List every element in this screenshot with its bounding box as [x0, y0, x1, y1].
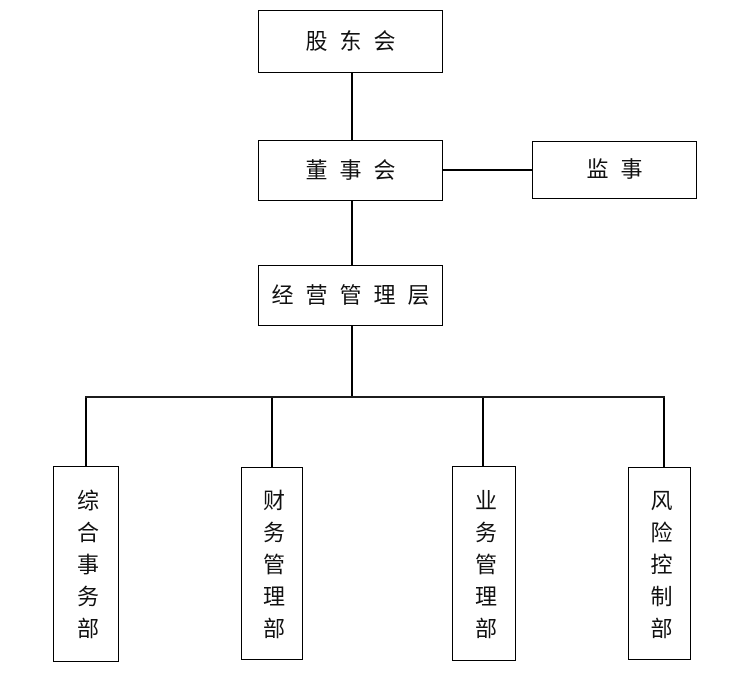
node-label: 监事 [586, 157, 655, 182]
node-management-layer: 经营管理层 [258, 265, 443, 326]
node-label: 业务管理部 [472, 488, 497, 649]
node-supervisor: 监事 [532, 141, 697, 199]
connector-rail-dept-finance [271, 398, 273, 467]
node-dept-general-affairs: 综合事务部 [53, 466, 119, 662]
node-label: 股东会 [305, 28, 408, 54]
connector-management-rail [351, 326, 353, 396]
node-label: 财务管理部 [260, 488, 285, 649]
node-dept-risk-control: 风险控制部 [628, 467, 691, 660]
connector-rail-dept-business [482, 398, 484, 466]
node-board-of-directors: 董事会 [258, 140, 443, 201]
connector-shareholders-board [351, 73, 353, 140]
connector-board-management [351, 201, 353, 265]
connector-departments-rail [85, 396, 665, 398]
connector-rail-dept-risk [663, 398, 665, 467]
node-label: 经营管理层 [271, 282, 442, 308]
node-label: 综合事务部 [74, 489, 99, 649]
node-shareholders-meeting: 股东会 [258, 10, 443, 73]
node-label: 风险控制部 [647, 488, 673, 649]
connector-rail-dept-general [85, 398, 87, 466]
node-dept-business-management: 业务管理部 [452, 466, 516, 661]
node-dept-financial-management: 财务管理部 [241, 467, 303, 660]
connector-board-supervisor [443, 169, 532, 171]
node-label: 董事会 [305, 157, 408, 183]
